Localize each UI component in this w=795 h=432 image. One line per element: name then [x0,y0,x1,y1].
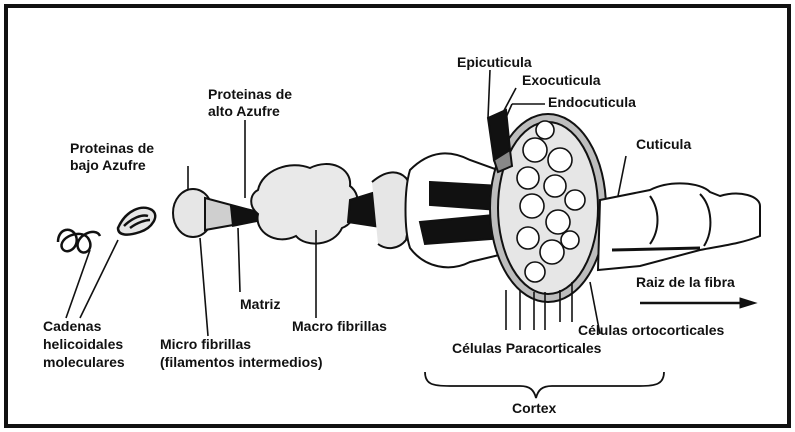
label-matrix: Matriz [240,296,280,313]
label-cortex: Cortex [512,400,556,417]
fiber-body-illustration [598,183,760,270]
label-macro-fibrils: Macro fibrillas [292,318,387,335]
label-orthocortical-cells: Células ortocorticales [578,322,724,339]
label-chains-1: Cadenas [43,318,101,335]
cortex-brace [425,372,664,398]
helical-chains-illustration [58,208,155,253]
root-direction-arrow [640,298,756,308]
label-high-sulfur-protein-1: Proteinas de [208,86,292,103]
label-low-sulfur-protein-1: Proteinas de [70,140,154,157]
label-paracortical-cells: Células Paracorticales [452,340,601,357]
label-root: Raiz de la fibra [636,274,735,291]
label-chains-2: helicoidales [43,336,123,353]
label-low-sulfur-protein-2: bajo Azufre [70,157,146,174]
label-micro-fibrils-2: (filamentos intermedios) [160,354,323,371]
micro-fibril-illustration [173,189,262,237]
label-epicuticula: Epicuticula [457,54,532,71]
label-exocuticula: Exocuticula [522,72,601,89]
macro-fibril-illustration [251,164,410,248]
cortex-cross-section [488,110,606,302]
label-endocuticula: Endocuticula [548,94,636,111]
label-cuticula: Cuticula [636,136,691,153]
label-chains-3: moleculares [43,354,125,371]
label-micro-fibrils-1: Micro fibrillas [160,336,251,353]
label-high-sulfur-protein-2: alto Azufre [208,103,280,120]
